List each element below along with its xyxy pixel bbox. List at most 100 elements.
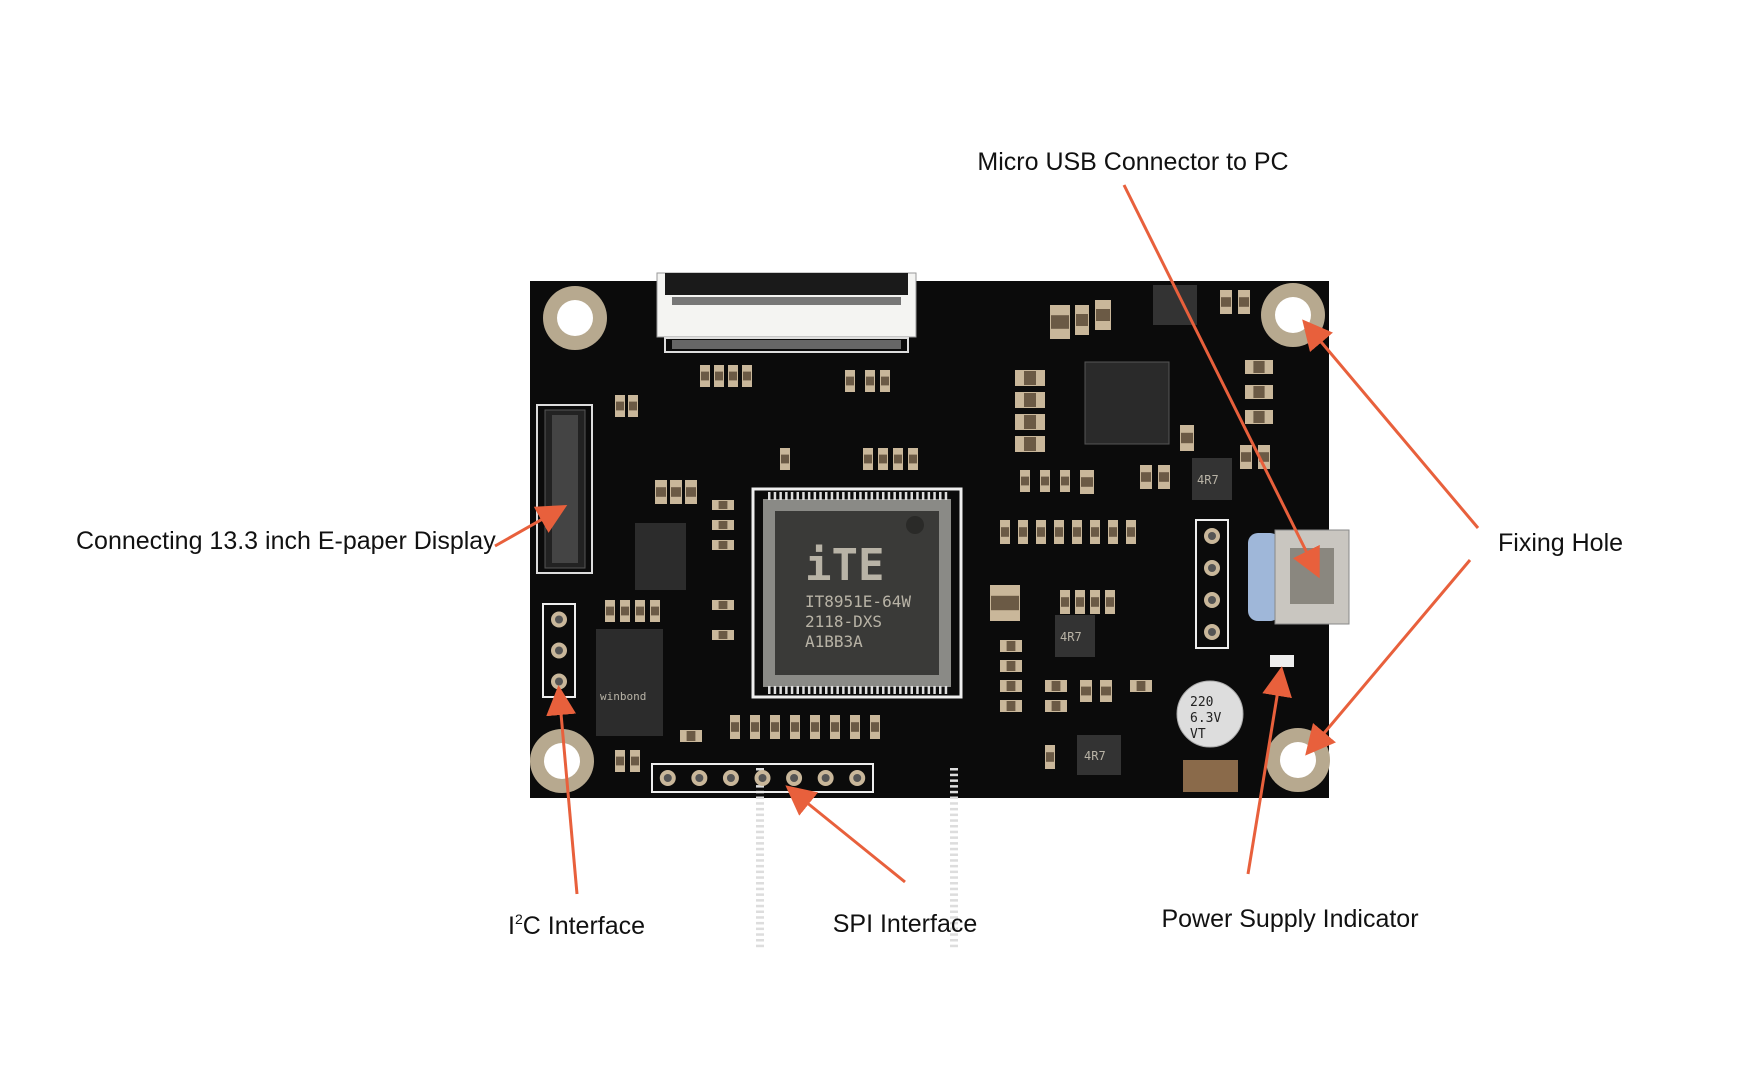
smd-component: [1060, 590, 1070, 614]
smd-component: [728, 365, 738, 387]
i2c-label: I2C Interface: [508, 911, 645, 940]
smd-component: [620, 600, 630, 622]
smd-component: [1075, 590, 1085, 614]
i2c-arrow: [546, 685, 579, 895]
smd-component: [714, 365, 724, 387]
svg-text:6.3V: 6.3V: [1190, 711, 1221, 726]
smd-component: [1015, 414, 1045, 430]
smd-component: [870, 715, 880, 739]
smd-component: [1045, 680, 1067, 692]
smd-component: [1054, 520, 1064, 544]
fpc-connector-top: [656, 272, 917, 353]
smd-component: [650, 600, 660, 622]
chip-logo: iTE: [805, 540, 884, 591]
controller-chip: iTE IT8951E-64W 2118-DXS A1BB3A: [751, 487, 963, 948]
fixing-hole-arrow: [1302, 319, 1480, 529]
regulator-ic: [635, 523, 686, 590]
smd-component: [990, 585, 1020, 621]
smd-component: [1000, 660, 1022, 672]
smd-component: [635, 600, 645, 622]
smd-component: [1045, 745, 1055, 769]
smd-component: [1108, 520, 1118, 544]
smd-component: [1050, 305, 1070, 339]
mounting-hole: [543, 286, 607, 350]
smd-component: [712, 500, 734, 510]
epaper-display-connector: [536, 404, 593, 574]
svg-text:4R7: 4R7: [1197, 473, 1219, 487]
smd-component: [1045, 700, 1067, 712]
chip-marking: 2118-DXS: [805, 612, 882, 631]
power-label: Power Supply Indicator: [1161, 905, 1418, 933]
smd-component: [1075, 305, 1089, 335]
power-arrow: [1246, 666, 1292, 875]
smd-component: [1036, 520, 1046, 544]
spi-arrow: [785, 785, 906, 884]
smd-component: [712, 600, 734, 610]
usb-arrow: [1122, 184, 1320, 579]
flash-chip: winbond: [596, 629, 663, 736]
qfn-chip: [1084, 361, 1170, 445]
smd-component: [1238, 290, 1250, 314]
smd-component: [1245, 360, 1273, 374]
smd-component: [615, 750, 625, 772]
smd-component: [1020, 470, 1030, 492]
smd-component: [1105, 590, 1115, 614]
smd-component: [1245, 385, 1273, 399]
svg-text:winbond: winbond: [600, 690, 646, 703]
epaper-label: Connecting 13.3 inch E-paper Display: [76, 527, 496, 555]
svg-text:220: 220: [1190, 695, 1213, 710]
fixing-hole-label: Fixing Hole: [1498, 529, 1623, 557]
svg-text:4R7: 4R7: [1060, 630, 1082, 644]
smd-component: [1126, 520, 1136, 544]
chip-marking: IT8951E-64W: [805, 592, 911, 611]
fixing-hole-arrow: [1305, 559, 1472, 756]
smd-component: [615, 395, 625, 417]
smd-component: [1090, 520, 1100, 544]
smd-component: [1000, 520, 1010, 544]
smd-component: [1000, 640, 1022, 652]
smd-component: [830, 715, 840, 739]
smd-component: [1220, 290, 1232, 314]
smd-component: [605, 600, 615, 622]
smd-component: [1015, 370, 1045, 386]
smd-component: [1018, 520, 1028, 544]
smd-component: [810, 715, 820, 739]
smd-component: [628, 395, 638, 417]
smd-component: [712, 630, 734, 640]
smd-component: [1180, 425, 1194, 451]
smd-component: [1040, 470, 1050, 492]
smd-component: [630, 750, 640, 772]
smd-component: [670, 480, 682, 504]
usb-label: Micro USB Connector to PC: [977, 148, 1288, 176]
smd-component: [880, 370, 890, 392]
smd-component: [865, 370, 875, 392]
smd-component: [1015, 436, 1045, 452]
smd-component: [845, 370, 855, 392]
power-led: [1270, 655, 1294, 667]
smd-component: [700, 365, 710, 387]
passive-components: [605, 290, 1273, 772]
svg-text:4R7: 4R7: [1084, 749, 1106, 763]
pcb-board: iTE IT8951E-64W 2118-DXS A1BB3A winbond …: [530, 272, 1350, 948]
smd-component: [712, 540, 734, 550]
smd-component: [1130, 680, 1152, 692]
svg-text:VT: VT: [1190, 727, 1206, 742]
smd-component: [1000, 700, 1022, 712]
smd-component: [1095, 300, 1111, 330]
smd-component: [908, 448, 918, 470]
smd-component: [680, 730, 702, 742]
electrolytic-capacitor: 220 6.3V VT: [1176, 680, 1244, 792]
epaper-arrow: [494, 505, 568, 548]
smd-component: [712, 520, 734, 530]
mounting-hole: [530, 729, 594, 793]
smd-component: [1100, 680, 1112, 702]
smd-component: [1140, 465, 1152, 489]
spi-header: [651, 763, 874, 793]
smd-component: [1158, 465, 1170, 489]
smd-component: [685, 480, 697, 504]
smd-component: [1090, 590, 1100, 614]
smd-component: [1080, 680, 1092, 702]
spi-label: SPI Interface: [833, 910, 978, 938]
smd-component: [730, 715, 740, 739]
